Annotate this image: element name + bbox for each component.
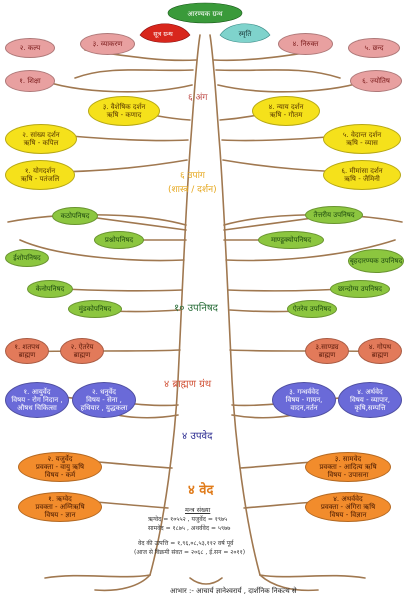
left-leaf-text: सूत्र ग्रन्थ — [153, 30, 173, 38]
tier-label-upanishad: १० उपनिषद — [174, 303, 218, 314]
root-node-shape — [167, 2, 243, 24]
upanishad-node: केनोपनिषद — [27, 280, 73, 298]
vedanga-node: ६. ज्योतिष — [350, 70, 402, 92]
vedanga-node: ५. छन्द — [348, 38, 400, 58]
tier-label-darshan-sub: (शास्त्र / दर्शन) — [168, 185, 217, 195]
root-3 — [259, 574, 366, 579]
branch-crown-left-2 — [74, 69, 194, 79]
vedanga-node: १. शिक्षा — [5, 70, 55, 92]
upanishad-node: ईशोपनिषद — [5, 249, 49, 267]
root-node-text: आरण्यक ग्रन्थ — [187, 10, 223, 18]
branch-upanishad-left-3 — [19, 239, 185, 262]
root-1 — [44, 574, 151, 579]
veda-origin-line-1: वेद की उत्पत्ति = १,९६,०८,५३,११२ वर्ष पू… — [138, 540, 234, 547]
branch-crown-left-3 — [34, 77, 193, 93]
root-4 — [259, 574, 319, 592]
mantra-count-line-2: सामवेद = १८७५ , अथर्ववेद = ५९७७ — [148, 525, 231, 532]
mantra-count-heading: मन्त्र संख्या — [185, 506, 211, 514]
tier-label-veda: ४ वेद — [188, 483, 214, 498]
branch-darshan-left-2 — [59, 134, 189, 142]
upanishad-node: मुंडकोपनिषद — [68, 300, 122, 318]
vedanga-node: ४. निरुक्त — [278, 33, 333, 55]
branch-upanishad-left-6 — [7, 214, 187, 226]
upanishad-node: तैत्तरीय उपनिषद — [305, 206, 363, 224]
credit-line: आभार :- आचार्य ज्ञानेश्वरार्य , दार्शनिक… — [170, 587, 297, 595]
upanishad-node: माण्डूक्योपनिषद — [258, 231, 324, 249]
left-leaf-shape — [139, 23, 191, 43]
upanishad-node: प्रश्नोपनिषद — [94, 231, 144, 249]
branch-upanishad-right-3 — [225, 239, 396, 262]
upanishad-node: ऐतरेय उपनिषद — [287, 300, 337, 318]
root-2 — [94, 574, 151, 592]
mantra-count-line-1: ऋग्वेद = १०५५२ , यजुर्वेद = १९७५ — [148, 516, 228, 523]
vedanga-node: ३. व्याकरण — [80, 33, 135, 55]
tier-label-vedanga: ६ अंग — [188, 93, 208, 103]
tier-label-brahmana: ४ ब्राह्मण ग्रंथ — [164, 379, 212, 390]
upanishad-node: कठोपनिषद — [52, 207, 98, 225]
right-leaf-text: स्मृति — [239, 29, 253, 38]
branch-crown-right-2 — [215, 69, 341, 79]
tier-label-darshan: ६ उपांग — [180, 171, 205, 181]
upanishad-node: छान्दोग्य उपनिषद — [330, 280, 390, 298]
right-leaf-shape — [219, 23, 271, 43]
vedanga-node: २. कल्प — [5, 38, 55, 58]
veda-origin-line-2: (आज से विक्रमी संवत = २०६८ , ई.सन = २०११… — [134, 549, 246, 556]
tier-label-upaveda: ४ उपवेद — [182, 431, 213, 442]
upanishad-node: बृहदारण्यक उपनिषद — [348, 249, 404, 273]
root-5 — [189, 577, 223, 585]
